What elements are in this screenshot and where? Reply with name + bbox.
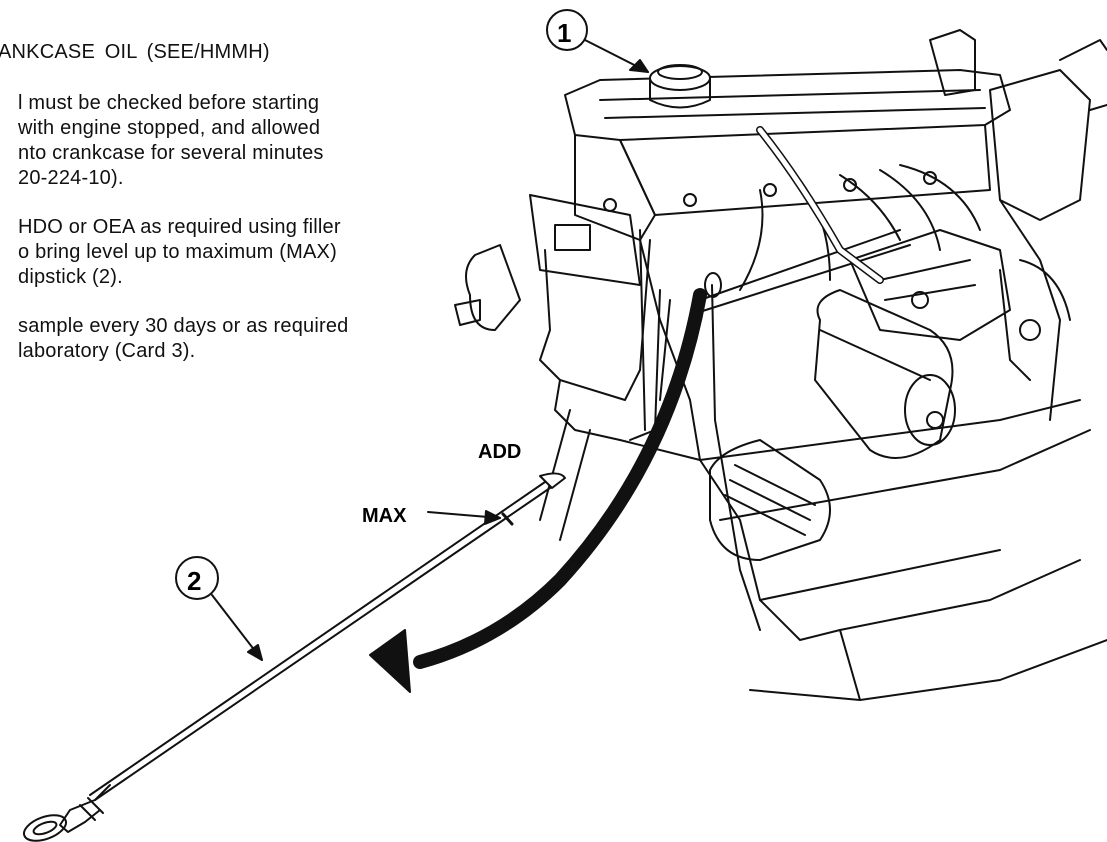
paragraph-line: sample every 30 days or as required [18,315,349,337]
callout-2 [175,556,263,661]
alternator [709,439,831,561]
max-arrow [427,510,501,525]
engine-illustration [454,29,1107,701]
paragraph-line: l must be checked before starting [18,92,320,114]
paragraph-line: HDO or OEA as required using filler [18,216,341,238]
paragraph-line: nto crankcase for several minutes [18,142,324,164]
oil-filler-cap [649,64,711,109]
callout-1-number: 1 [557,18,571,48]
max-mark-label: MAX [362,505,407,527]
paragraph-check-oil: l must be checked before starting with e… [0,91,468,191]
instruction-text: ANKCASE OIL (SEE/HMMH) l must be checked… [0,40,468,388]
paragraph-line: dipstick (2). [18,266,123,288]
paragraph-line: 20-224-10). [18,167,124,189]
paragraph-line: o bring level up to maximum (MAX) [18,241,337,263]
add-mark-label: ADD [478,441,521,463]
callout-1 [546,9,649,73]
oil-filter [814,289,956,459]
paragraph-line: laboratory (Card 3). [18,340,196,362]
removal-arrow [369,288,707,693]
paragraph-line: with engine stopped, and allowed [18,117,321,139]
paragraph-add-oil: HDO or OEA as required using filler o br… [0,215,468,290]
callout-2-number: 2 [187,566,201,596]
dipstick [22,472,566,842]
paragraph-sample: sample every 30 days or as required labo… [0,314,468,364]
section-heading: ANKCASE OIL (SEE/HMMH) [0,41,270,63]
